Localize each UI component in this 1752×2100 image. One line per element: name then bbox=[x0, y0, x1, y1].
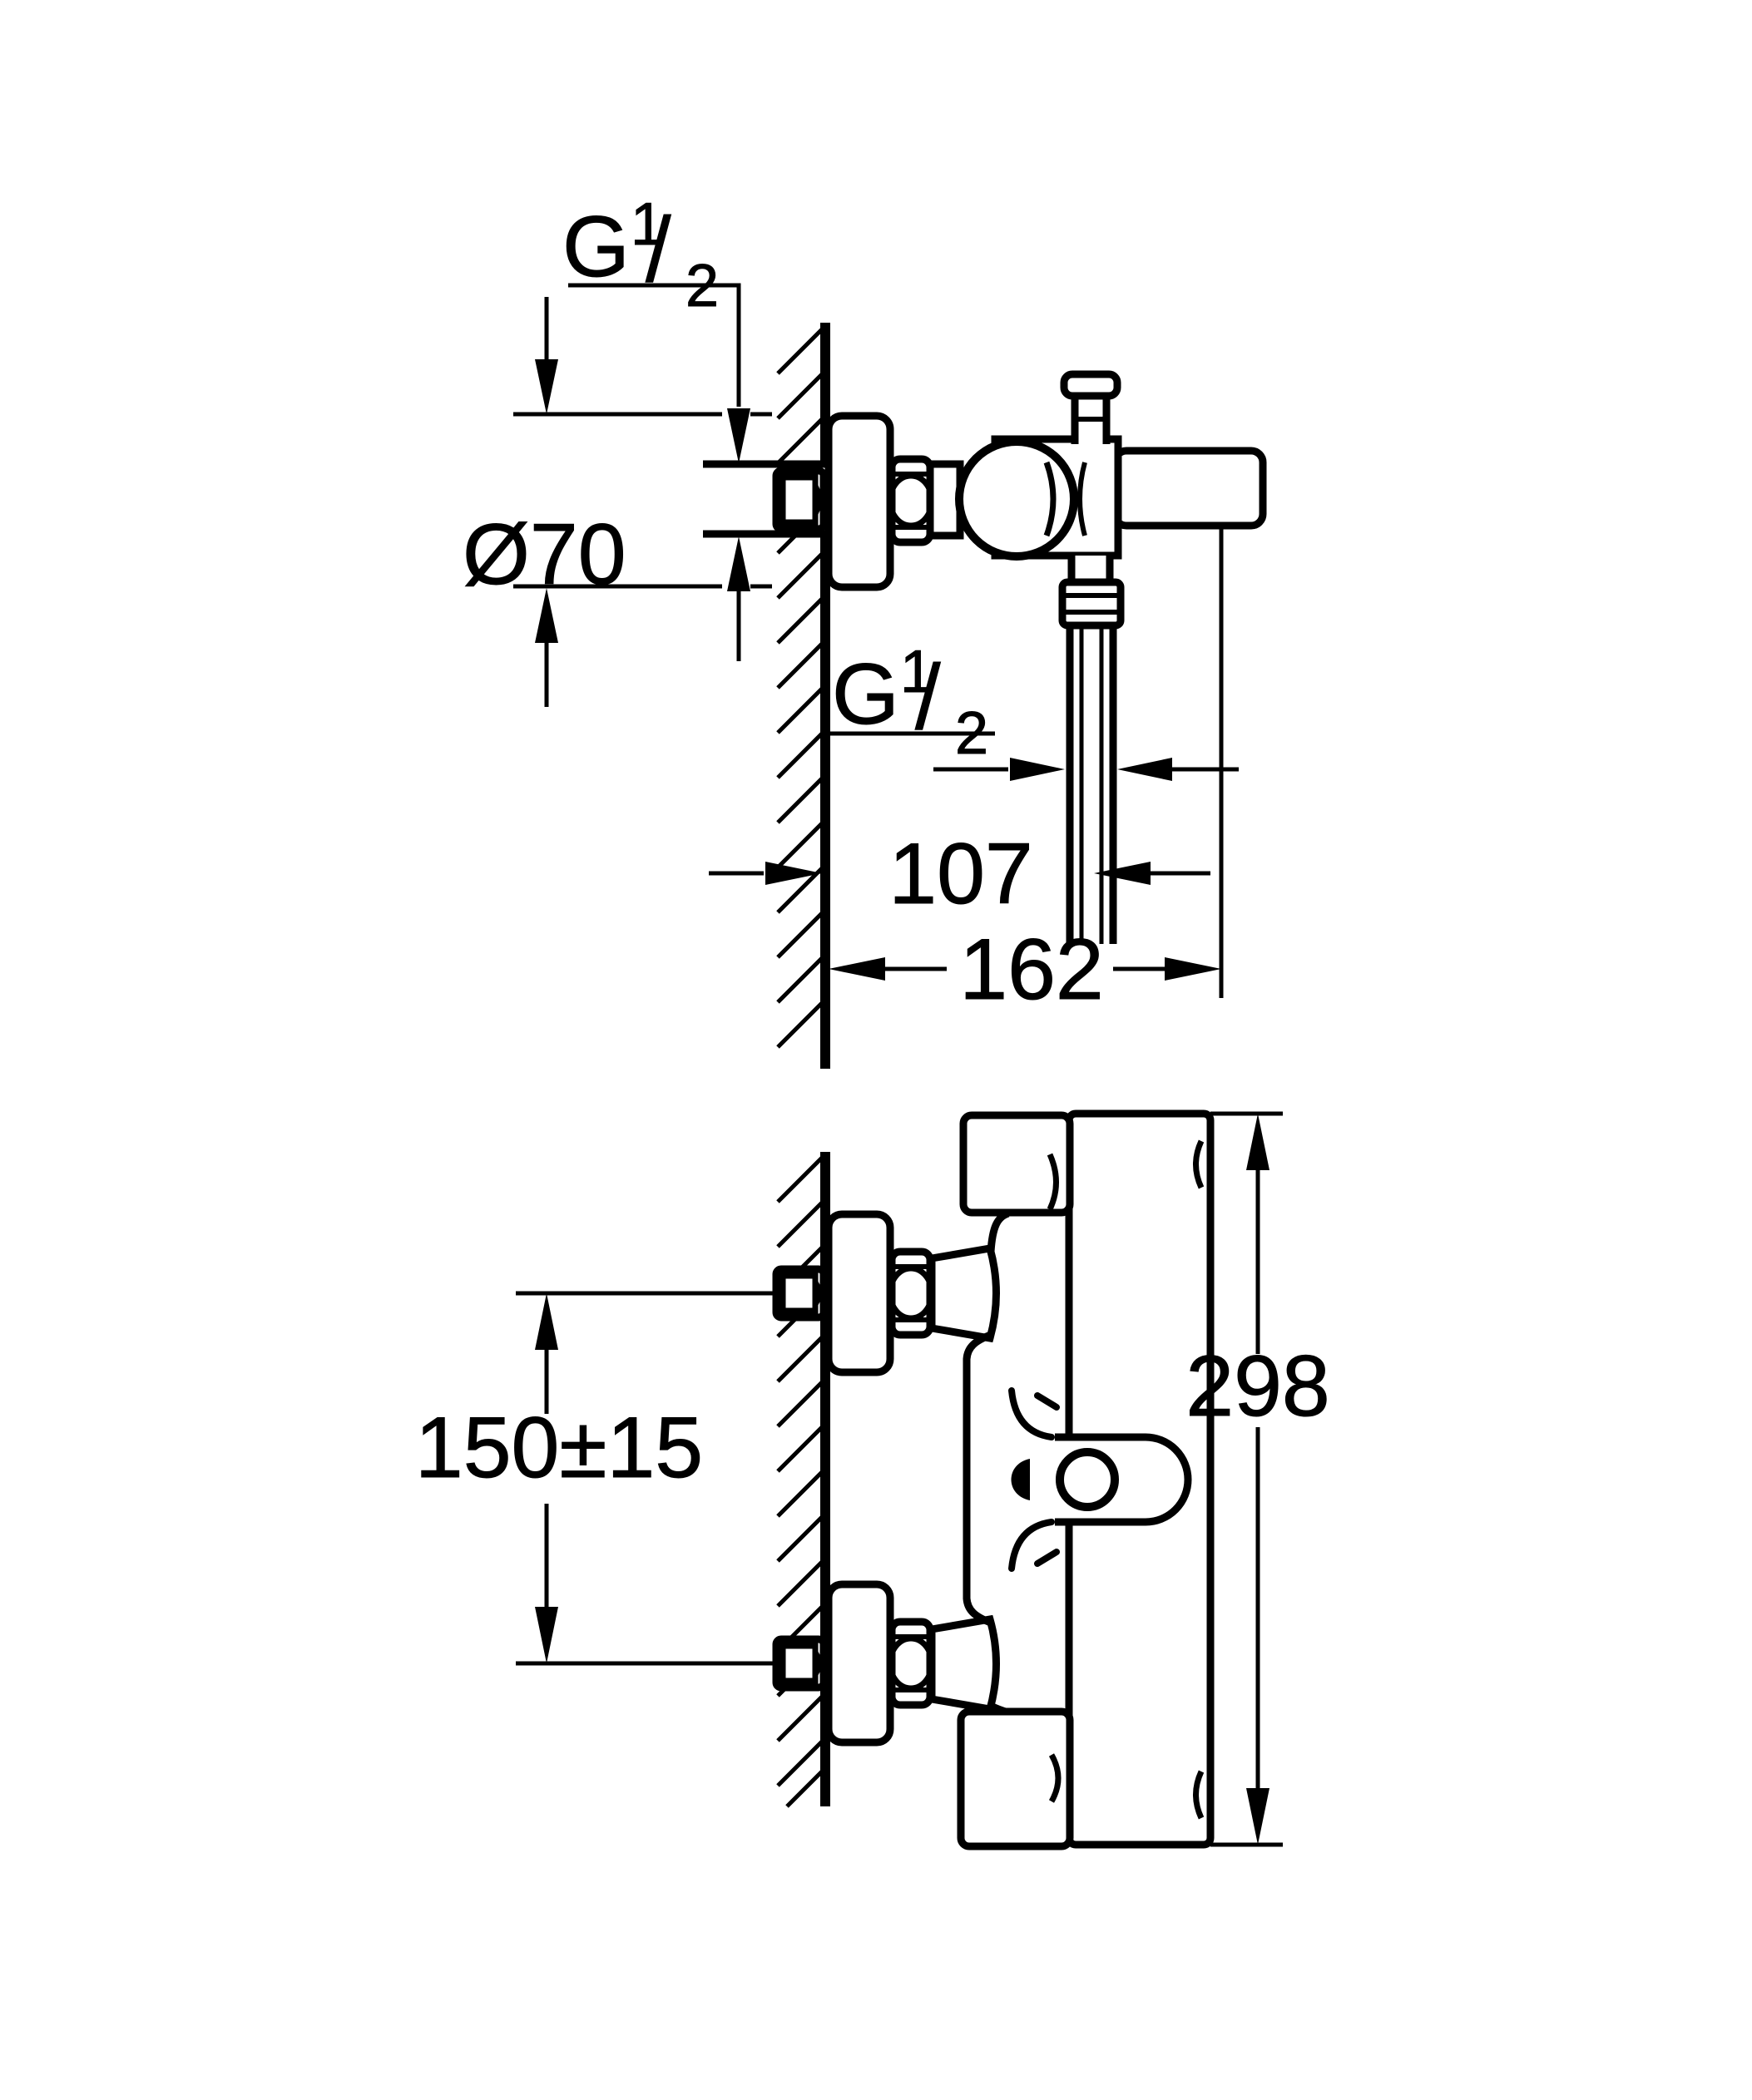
dim-label-outlet-thread: G1/2 bbox=[832, 639, 988, 767]
spout-flow-curves bbox=[1008, 1387, 1060, 1572]
upper-escutcheon bbox=[824, 1210, 894, 1376]
shower-hose-outlet bbox=[1058, 556, 1125, 630]
dim-wall-to-outlet bbox=[709, 862, 1210, 885]
s-union-fitting bbox=[772, 467, 828, 533]
dim-outlet-thread bbox=[830, 731, 1239, 781]
dim-label-supply-spacing: 150±15 bbox=[415, 1400, 703, 1496]
dim-escutcheon-diameter bbox=[513, 297, 772, 707]
diverter-knob bbox=[1060, 370, 1121, 444]
body-edge-arc-top bbox=[1193, 1139, 1205, 1189]
dim-overall-height bbox=[1210, 1111, 1283, 1847]
lower-union-nut bbox=[887, 1618, 935, 1709]
supply-axis-extension-lines bbox=[516, 1291, 776, 1666]
lever-handle-hole bbox=[1056, 1448, 1119, 1511]
lower-escutcheon bbox=[824, 1580, 894, 1747]
lower-inlet-cone bbox=[928, 1614, 1000, 1714]
upper-inlet-cone bbox=[928, 1243, 1000, 1343]
dim-supply-thread bbox=[568, 283, 750, 661]
thermostat-handle-circle bbox=[955, 437, 1087, 561]
escutcheon bbox=[824, 412, 894, 591]
dim-label-wall-to-outlet: 107 bbox=[888, 826, 1033, 922]
plan-view: 150±15 298 bbox=[414, 1109, 1330, 1850]
dim-supply-spacing bbox=[535, 1293, 558, 1663]
union-nut bbox=[887, 455, 935, 546]
body-edge-arc-bottom bbox=[1193, 1770, 1205, 1820]
dim-label-overall-height: 298 bbox=[1185, 1338, 1330, 1435]
spout-outlet bbox=[1011, 1459, 1030, 1500]
dim-wall-to-front bbox=[829, 526, 1224, 998]
dim-label-wall-to-front: 162 bbox=[959, 922, 1104, 1018]
dim-label-supply-thread: G1/2 bbox=[562, 191, 719, 319]
side-elevation-view: G1/2 Ø70 G1/2 107 162 bbox=[463, 191, 1267, 1069]
lower-port bbox=[957, 1707, 1074, 1850]
lower-s-union-fitting bbox=[772, 1635, 828, 1692]
shower-hose bbox=[1066, 625, 1117, 944]
upper-union-nut bbox=[887, 1248, 935, 1339]
lever-handle bbox=[1055, 1433, 1192, 1526]
upper-port bbox=[959, 1111, 1074, 1217]
body-rear-profile bbox=[963, 1331, 992, 1627]
dim-label-escutcheon-diameter: Ø70 bbox=[463, 506, 626, 603]
upper-s-union-fitting bbox=[772, 1265, 828, 1322]
